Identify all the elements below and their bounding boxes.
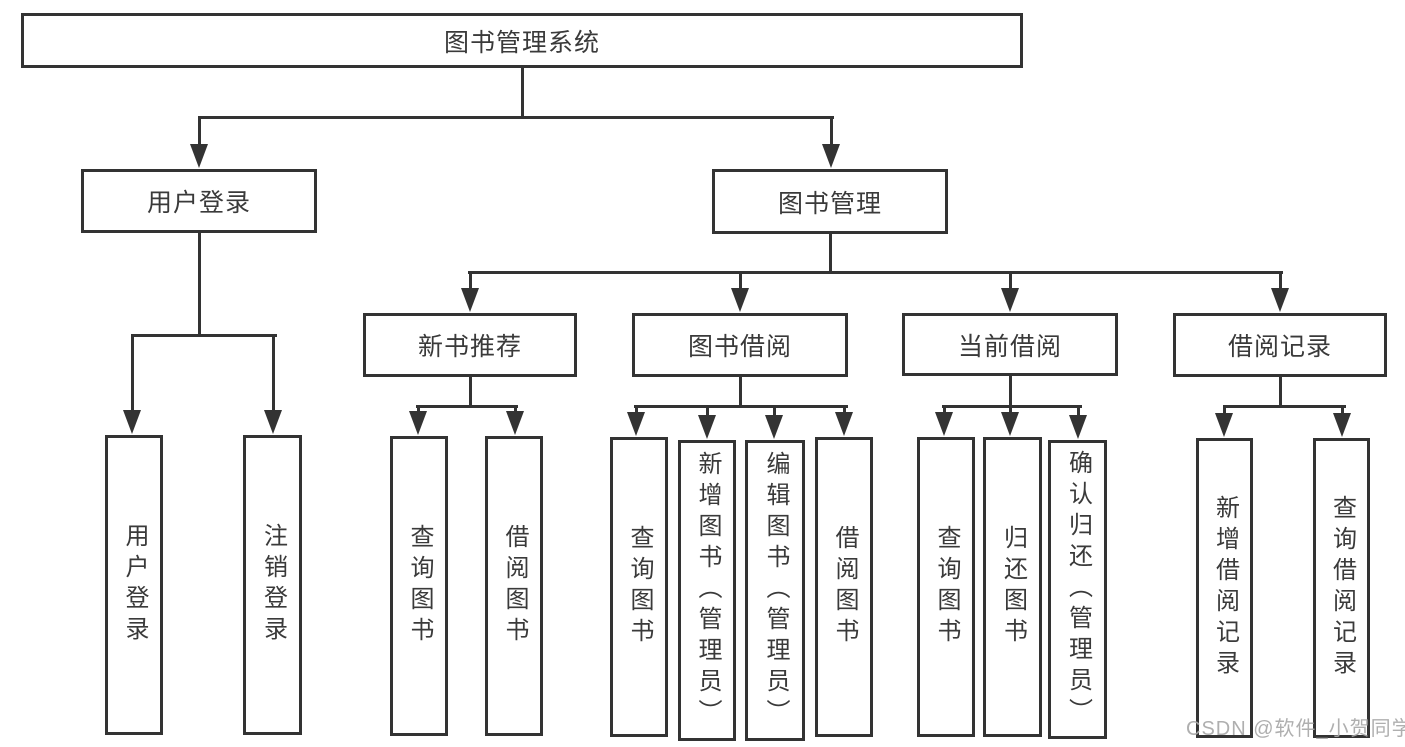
node-label: 图书管理 (777, 189, 882, 218)
connector-line (467, 270, 1283, 274)
node-label: 用户登录 (146, 189, 251, 217)
arrow-down-icon (506, 411, 524, 435)
arrow-down-icon (123, 410, 141, 434)
node-label: 图书借阅 (687, 333, 792, 361)
connector-line (634, 406, 638, 412)
arrow-down-icon (822, 144, 840, 168)
node-leaf-cb-confirm: 确认归还（管理员） (1048, 440, 1107, 739)
node-label: 归还图书 (999, 525, 1027, 649)
arrow-down-icon (935, 412, 953, 436)
connector-line (1222, 404, 1346, 408)
arrow-down-icon (1069, 415, 1087, 439)
arrow-down-icon (1215, 413, 1233, 437)
node-label: 借阅记录 (1227, 333, 1332, 361)
node-label: 当前借阅 (957, 332, 1062, 361)
node-leaf-bb-borrow: 借阅图书 (815, 437, 873, 737)
node-book-borrowing: 图书借阅 (632, 313, 848, 377)
node-label: 查询借阅记录 (1328, 495, 1356, 681)
node-leaf-cb-query: 查询图书 (917, 437, 975, 737)
connector-line (271, 335, 275, 410)
node-label: 查询图书 (406, 524, 433, 648)
connector-line (738, 272, 742, 288)
connector-line (468, 272, 472, 288)
connector-line (1008, 406, 1012, 412)
connector-line (415, 404, 518, 408)
node-leaf-bb-query: 查询图书 (610, 437, 668, 737)
connector-line (828, 234, 832, 274)
arrow-down-icon (1271, 288, 1289, 312)
node-label: 用户登录 (121, 523, 148, 647)
node-borrowing-records: 借阅记录 (1173, 313, 1387, 377)
arrow-down-icon (409, 411, 427, 435)
node-label: 新增图书（管理员） (694, 451, 721, 730)
connector-line (197, 117, 201, 144)
node-leaf-cb-return: 归还图书 (983, 437, 1042, 737)
connector-line (1278, 377, 1282, 408)
connector-line (842, 406, 846, 412)
node-label: 查询图书 (933, 525, 960, 649)
arrow-down-icon (1001, 288, 1019, 312)
connector-line (130, 333, 277, 337)
arrow-down-icon (1001, 412, 1019, 436)
node-label: 确认归还（管理员） (1064, 450, 1092, 729)
connector-line (1340, 406, 1344, 413)
node-label: 查询图书 (626, 525, 653, 649)
node-leaf-nbr-borrow: 借阅图书 (485, 436, 543, 736)
node-label: 新书推荐 (417, 333, 522, 361)
connector-line (633, 404, 848, 408)
arrow-down-icon (835, 412, 853, 436)
connector-line (772, 406, 776, 415)
node-leaf-br-query: 查询借阅记录 (1313, 438, 1370, 738)
connector-line (1008, 272, 1012, 288)
node-label: 注销登录 (259, 523, 287, 647)
node-current-borrowing: 当前借阅 (902, 313, 1118, 376)
connector-line (942, 406, 946, 412)
node-book-management: 图书管理 (712, 169, 948, 234)
node-leaf-bb-edit: 编辑图书（管理员） (745, 440, 805, 741)
node-label: 编辑图书（管理员） (762, 451, 789, 730)
connector-line (1076, 406, 1080, 415)
node-leaf-br-add: 新增借阅记录 (1196, 438, 1253, 738)
connector-line (520, 68, 524, 118)
connector-line (197, 233, 201, 337)
csdn-watermark: CSDN @软件_小贺同学 (1186, 718, 1405, 740)
connector-line (829, 117, 833, 144)
connector-line (1008, 376, 1012, 408)
connector-line (416, 406, 420, 411)
node-leaf-nbr-query: 查询图书 (390, 436, 448, 736)
node-label: 借阅图书 (501, 524, 528, 648)
arrow-down-icon (698, 415, 716, 439)
connector-line (1222, 406, 1226, 413)
node-new-book-recommend: 新书推荐 (363, 313, 577, 377)
connector-line (513, 406, 517, 411)
node-label: 新增借阅记录 (1211, 495, 1239, 681)
node-label: 图书管理系统 (443, 28, 600, 57)
node-leaf-bb-add: 新增图书（管理员） (678, 440, 736, 741)
node-leaf-user-login: 用户登录 (105, 435, 163, 735)
arrow-down-icon (1333, 413, 1351, 437)
arrow-down-icon (627, 412, 645, 436)
connector-line (1278, 272, 1282, 288)
connector-line (468, 377, 472, 408)
connector-line (738, 377, 742, 408)
node-leaf-logout: 注销登录 (243, 435, 302, 735)
connector-line (130, 335, 134, 410)
connector-line (705, 406, 709, 415)
node-label: 借阅图书 (831, 525, 858, 649)
arrow-down-icon (461, 288, 479, 312)
node-root: 图书管理系统 (21, 13, 1023, 68)
connector-line (197, 115, 834, 119)
arrow-down-icon (264, 410, 282, 434)
node-user-login: 用户登录 (81, 169, 317, 233)
arrow-down-icon (731, 288, 749, 312)
connector-line (941, 404, 1082, 408)
arrow-down-icon (190, 144, 208, 168)
arrow-down-icon (765, 415, 783, 439)
